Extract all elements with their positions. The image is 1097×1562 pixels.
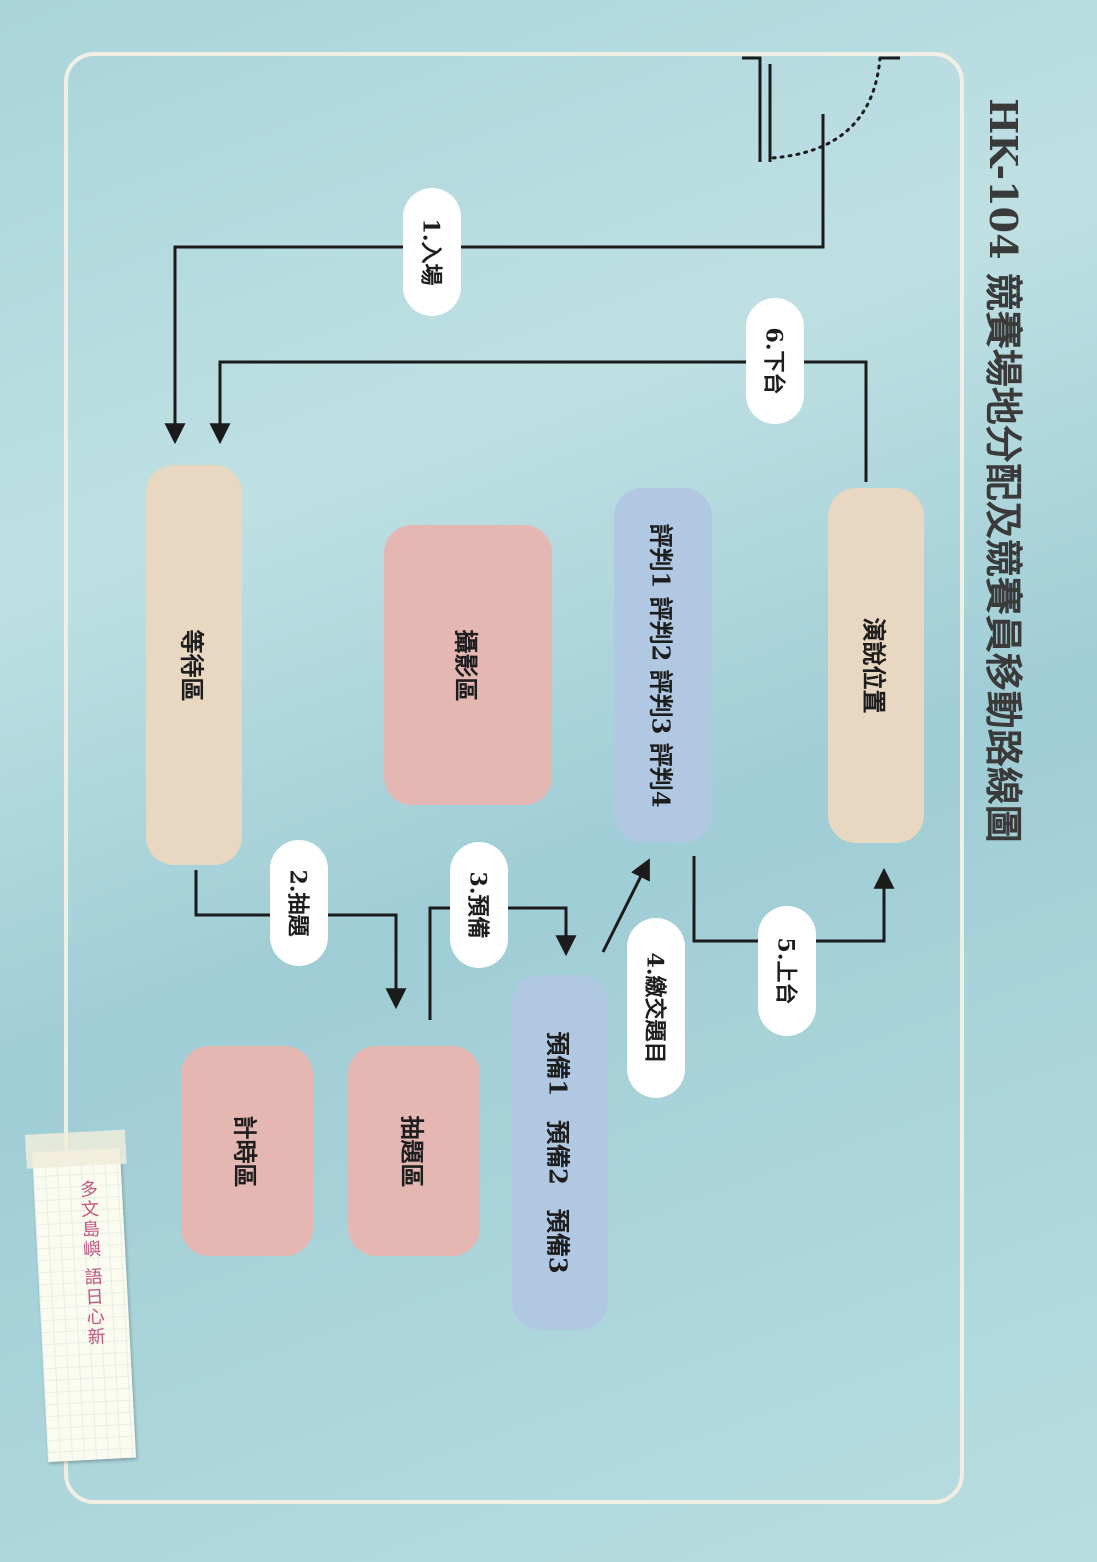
tape-decoration [25, 1129, 127, 1169]
logo-text: 多文島嶼 語日心新 [76, 1179, 107, 1348]
step-enter: 1.入場 [403, 188, 461, 316]
draw-area-label: 抽題區 [397, 1115, 427, 1187]
judges-area-label: 評判1 評判2 評判3 評判4 [646, 523, 676, 808]
presentation-area: 演說位置 [828, 488, 924, 843]
step-submit: 4.繳交題目 [627, 918, 685, 1098]
prep-area-label: 預備1 預備2 預備3 [543, 1031, 573, 1274]
photo-area: 攝影區 [384, 525, 552, 805]
waiting-area-label: 等待區 [177, 629, 207, 701]
judges-area: 評判1 評判2 評判3 評判4 [614, 488, 712, 843]
route-stage-down [209, 360, 868, 482]
prep-area: 預備1 預備2 預備3 [512, 975, 608, 1330]
timer-area: 計時區 [181, 1046, 313, 1256]
photo-area-label: 攝影區 [451, 629, 481, 701]
content-frame [64, 52, 964, 1504]
waiting-area: 等待區 [146, 465, 242, 865]
page-title: HK-104 競賽場地分配及競賽員移動路線圖 [980, 97, 1026, 843]
step-stage-up: 5.上台 [758, 906, 816, 1036]
presentation-area-label: 演說位置 [859, 617, 889, 714]
step-draw: 2.抽題 [270, 840, 328, 966]
draw-area: 抽題區 [348, 1046, 480, 1256]
route-submit [601, 858, 650, 953]
route-enter [164, 114, 825, 445]
logo-note: 多文島嶼 語日心新 [25, 1129, 137, 1463]
step-stage-down: 6.下台 [746, 298, 804, 424]
step-prepare: 3.預備 [450, 842, 508, 968]
timer-area-label: 計時區 [230, 1115, 260, 1187]
door-icon [742, 56, 900, 162]
